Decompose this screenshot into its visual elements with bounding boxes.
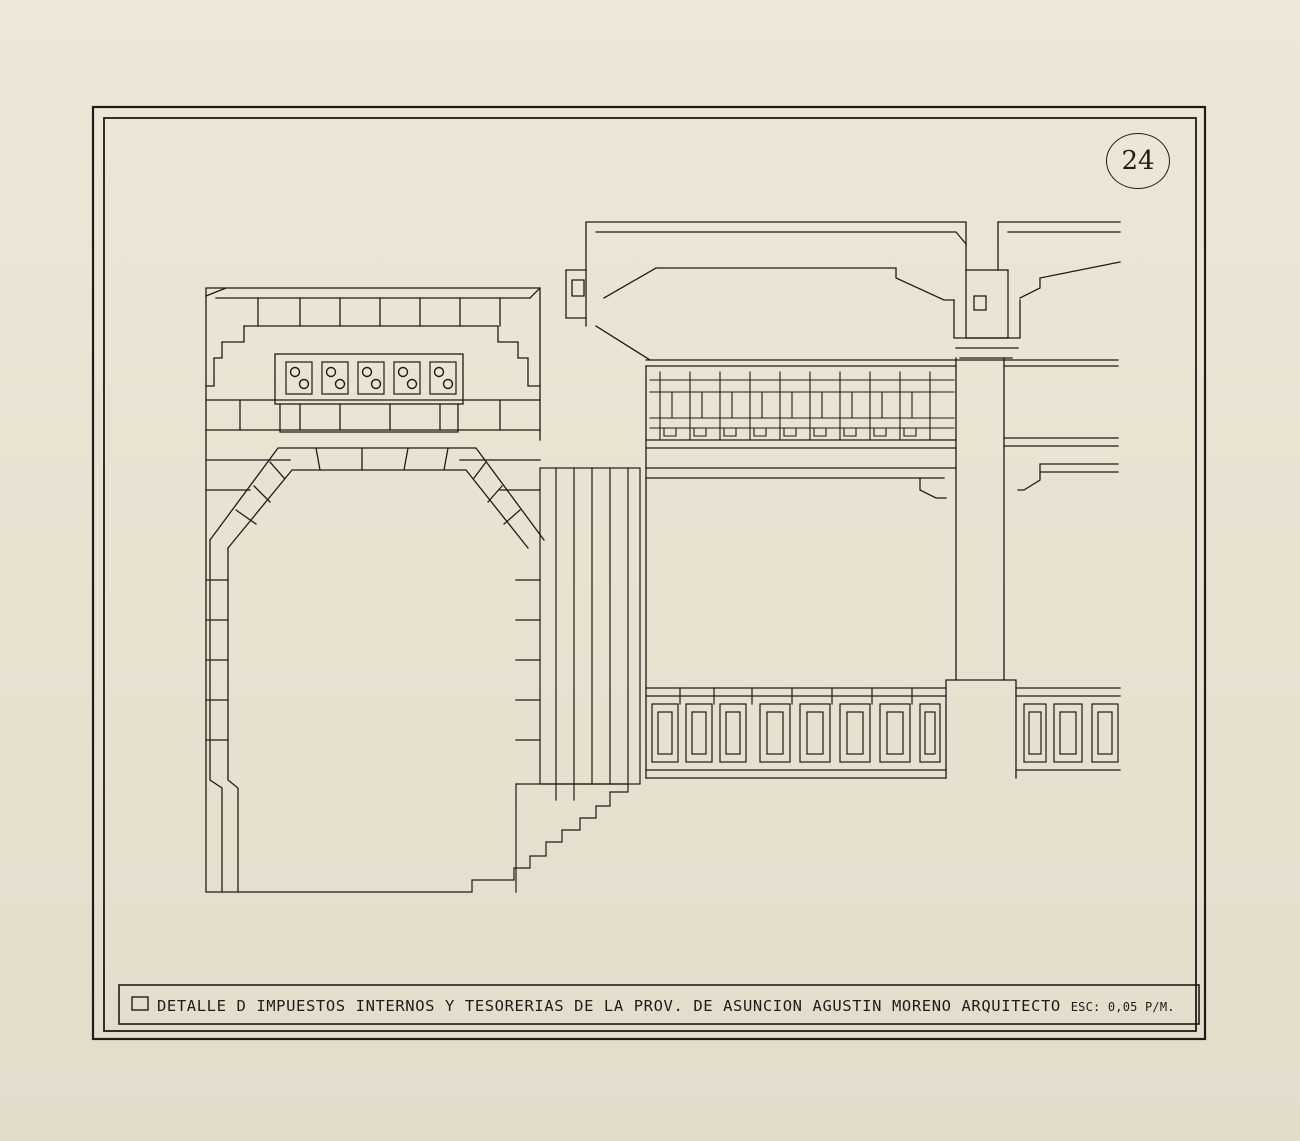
- inner-border: [103, 117, 1197, 1032]
- drawing-title: DETALLE D IMPUESTOS INTERNOS Y TESORERIA…: [157, 997, 803, 1015]
- title-block: DETALLE D IMPUESTOS INTERNOS Y TESORERIA…: [157, 991, 1187, 1021]
- grille-panels: [285, 361, 457, 395]
- grille-panel: [429, 361, 457, 395]
- left-elevation: [205, 287, 545, 893]
- right-section: [565, 221, 1121, 779]
- architect-name: AGUSTIN MORENO ARQUITECTO: [812, 997, 1061, 1015]
- ornamental-railing: [649, 371, 955, 441]
- grille-panel: [321, 361, 349, 395]
- title-block-frame: [118, 984, 1200, 1025]
- balustrade-panels: [651, 687, 1119, 763]
- title-block-marker: [131, 996, 149, 1011]
- grille-panel: [393, 361, 421, 395]
- grille-panel: [357, 361, 385, 395]
- scale-label: ESC: 0,05 P/M.: [1070, 1000, 1175, 1014]
- sheet-number-badge: 24: [1106, 133, 1170, 189]
- outer-border: [91, 105, 1207, 1041]
- stepped-section: [455, 467, 641, 893]
- grille-panel: [285, 361, 313, 395]
